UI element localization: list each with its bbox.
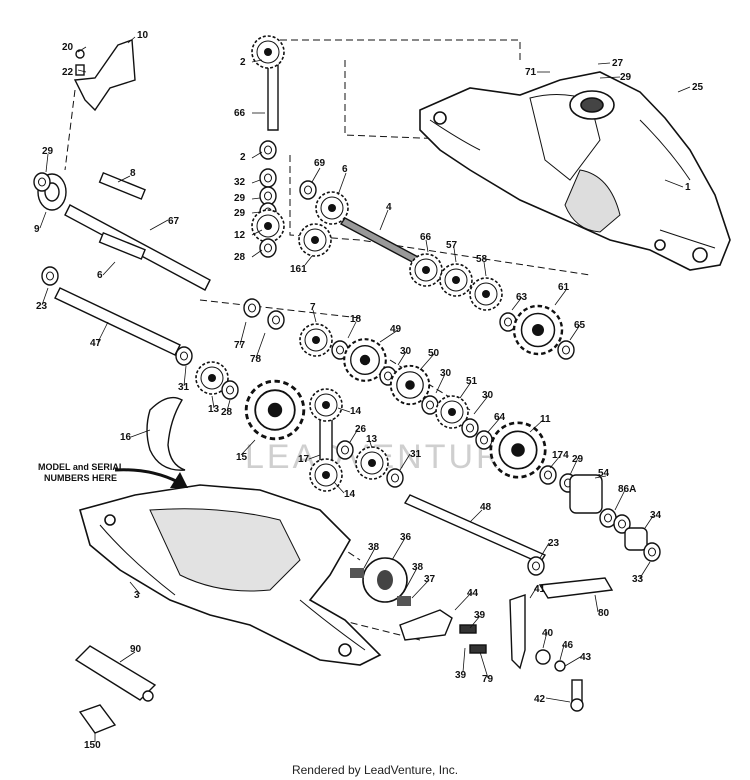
part-label: 23 (548, 538, 560, 549)
model-serial-arrowhead (170, 472, 188, 488)
part-label: 25 (692, 82, 704, 93)
part-label: 58 (476, 254, 488, 265)
part-label: 66 (420, 232, 432, 243)
part-label: 86A (618, 484, 636, 495)
part-label: 150 (84, 740, 101, 751)
part-label: 63 (516, 292, 528, 303)
part-label: 51 (466, 376, 478, 387)
part-label: 79 (482, 674, 494, 685)
brake-band (146, 396, 186, 471)
part-label: 13 (208, 404, 220, 415)
shift-fork-assembly (73, 39, 136, 112)
part-label: 26 (355, 424, 367, 435)
part-label: 30 (400, 346, 412, 357)
footer-credit: Rendered by LeadVenture, Inc. (291, 763, 459, 777)
part-labels: 20 22 10 2 66 2 32 29 29 12 28 69 6 4 16… (34, 30, 704, 751)
part-label: 29 (572, 454, 584, 465)
part-label: 17 (298, 454, 310, 465)
part-label: 6 (342, 164, 348, 175)
part-label: 38 (368, 542, 380, 553)
part-label: 41 (534, 584, 546, 595)
part-label: 78 (250, 354, 262, 365)
part-label: 16 (120, 432, 132, 443)
part-label: 15 (236, 452, 248, 463)
part-label: 37 (424, 574, 436, 585)
part-label: 38 (412, 562, 424, 573)
part-label: 46 (562, 640, 574, 651)
part-label: 39 (474, 610, 486, 621)
sealant-tubes (74, 645, 157, 734)
part-label: 71 (525, 67, 537, 78)
part-label: 31 (410, 449, 422, 460)
part-label: 30 (440, 368, 452, 379)
part-label: 8 (130, 168, 136, 179)
part-label: 28 (221, 407, 233, 418)
part-label: 90 (130, 644, 142, 655)
part-label: 67 (168, 216, 180, 227)
part-label: 29 (234, 208, 246, 219)
part-label: 40 (542, 628, 554, 639)
part-label: 39 (455, 670, 467, 681)
part-label: 22 (62, 67, 74, 78)
part-label: 11 (540, 414, 551, 425)
part-label: 2 (240, 57, 246, 68)
part-label: 43 (580, 652, 592, 663)
part-label: 49 (390, 324, 402, 335)
part-label: 31 (178, 382, 190, 393)
part-label: 80 (598, 608, 610, 619)
model-serial-note-line1: MODEL and SERIAL (38, 462, 125, 472)
part-label: 4 (386, 202, 392, 213)
part-label: 18 (350, 314, 362, 325)
part-label: 32 (234, 177, 246, 188)
part-label: 14 (350, 406, 362, 417)
lower-housing (79, 484, 382, 666)
part-label: 174 (552, 450, 569, 461)
brake-linkage (399, 577, 614, 712)
part-label: 161 (290, 264, 307, 275)
upper-housing (419, 71, 731, 271)
part-label: 29 (234, 193, 246, 204)
part-label: 6 (97, 270, 103, 281)
part-label: 10 (137, 30, 149, 41)
part-label: 54 (598, 468, 610, 479)
part-label: 57 (446, 240, 458, 251)
transaxle-exploded-diagram: LEADVENTURE (33, 30, 731, 751)
part-label: 48 (480, 502, 492, 513)
part-label: 50 (428, 348, 440, 359)
part-label: 33 (632, 574, 644, 585)
part-label: 9 (34, 224, 40, 235)
part-label: 3 (134, 590, 140, 601)
model-serial-arrow (114, 468, 179, 484)
part-label: 66 (234, 108, 246, 119)
part-label: 44 (467, 588, 479, 599)
part-label: 64 (494, 412, 506, 423)
part-label: 36 (400, 532, 412, 543)
part-label: 12 (234, 230, 246, 241)
part-label: 13 (366, 434, 378, 445)
leader-lines (39, 36, 691, 742)
part-label: 42 (534, 694, 546, 705)
part-label: 27 (612, 58, 624, 69)
part-label: 14 (344, 489, 356, 500)
part-label: 23 (36, 301, 48, 312)
part-label: 30 (482, 390, 494, 401)
part-label: 29 (42, 146, 54, 157)
part-label: 20 (62, 42, 74, 53)
part-label: 61 (558, 282, 570, 293)
part-label: 34 (650, 510, 662, 521)
part-label: 1 (685, 182, 691, 193)
part-label: 47 (90, 338, 102, 349)
part-label: 7 (310, 302, 316, 313)
part-label: 65 (574, 320, 586, 331)
part-label: 69 (314, 158, 326, 169)
part-label: 29 (620, 72, 632, 83)
part-label: 77 (234, 340, 246, 351)
part-label: 28 (234, 252, 246, 263)
gear-train (33, 35, 661, 606)
model-serial-note-line2: NUMBERS HERE (44, 473, 117, 483)
part-label: 2 (240, 152, 246, 163)
